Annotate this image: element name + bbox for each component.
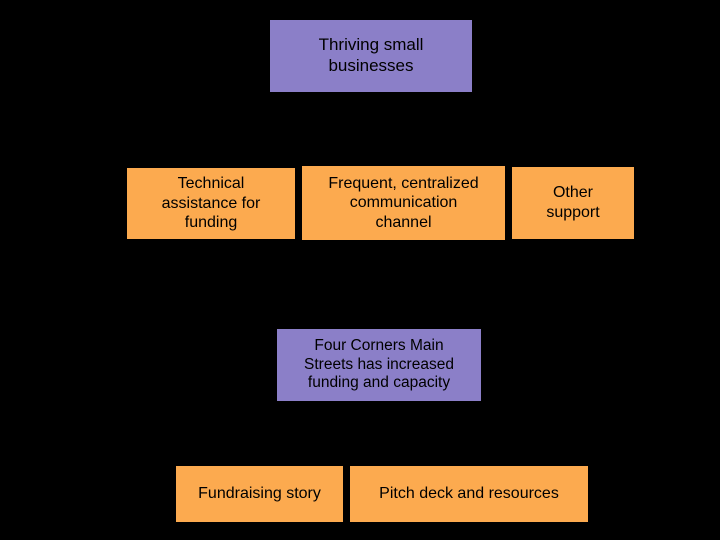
node-thriving-small-businesses[interactable]: Thriving small businesses bbox=[270, 20, 472, 92]
node-technical-assistance-for-funding[interactable]: Technical assistance for funding bbox=[127, 168, 295, 239]
node-frequent-centralized-communication-channel[interactable]: Frequent, centralized communication chan… bbox=[302, 166, 505, 240]
node-other-support[interactable]: Other support bbox=[512, 167, 634, 239]
node-four-corners-main-streets[interactable]: Four Corners Main Streets has increased … bbox=[277, 329, 481, 401]
node-pitch-deck-and-resources[interactable]: Pitch deck and resources bbox=[350, 466, 588, 522]
node-fundraising-story[interactable]: Fundraising story bbox=[176, 466, 343, 522]
